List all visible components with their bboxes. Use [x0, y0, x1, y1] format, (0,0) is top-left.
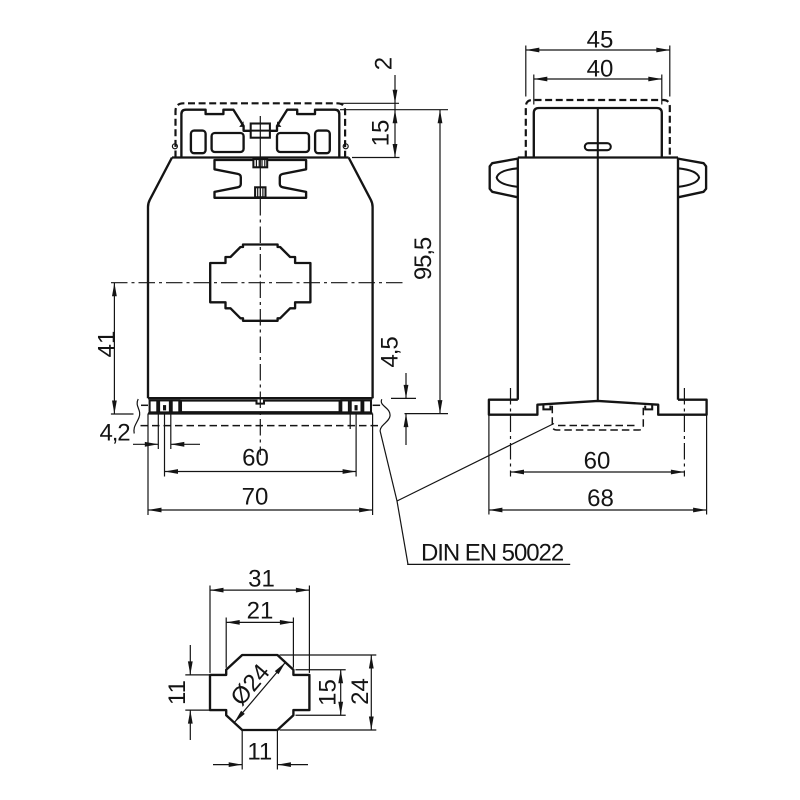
dim-label-11-bottom: 11 — [247, 739, 272, 766]
side-extension-lines — [488, 45, 708, 515]
dim-label-4-2: 4,2 — [99, 420, 130, 447]
detail-view: 31 21 Ø24 11 15 24 — [164, 566, 377, 770]
dim-label-2: 2 — [371, 57, 398, 70]
front-terminal-cover-dashed — [174, 102, 347, 158]
clamp-wedge-right — [277, 121, 282, 127]
dim-label-60-side: 60 — [584, 448, 611, 475]
side-cap-dashed — [524, 98, 671, 158]
detail-extension-lines — [185, 585, 377, 770]
dim-label-31: 31 — [248, 566, 275, 593]
clip-spring-right — [354, 405, 358, 411]
dim-label-41: 41 — [94, 331, 121, 358]
dim-detail-side-height: 15 — [315, 669, 344, 716]
dim-label-70: 70 — [242, 484, 269, 511]
dim-front-overall-width: 70 — [148, 484, 373, 513]
front-break-lines — [133, 398, 391, 434]
dim-label-45: 45 — [587, 27, 614, 54]
front-view: 2 15 95,5 41 4,5 4,2 — [94, 57, 448, 515]
dim-side-rail-groove-span: 60 — [510, 448, 685, 475]
detail-window-section — [208, 653, 311, 732]
dim-label-d24: Ø24 — [226, 659, 276, 711]
clip-spring-left — [163, 405, 167, 411]
side-ear-left — [488, 157, 519, 199]
dim-detail-diagonal: Ø24 — [226, 659, 286, 723]
dim-front-center-to-bottom: 41 — [94, 282, 121, 414]
front-extension-lines — [110, 102, 448, 515]
dim-label-21: 21 — [247, 598, 274, 625]
dim-front-foot-height: 4,5 — [377, 337, 409, 445]
seal-eye-left — [171, 143, 178, 150]
side-rail-groove-hidden — [551, 405, 645, 431]
dim-detail-bottom-width: 11 — [213, 739, 308, 767]
side-body — [516, 108, 680, 401]
dim-detail-outer-width: 31 — [210, 566, 310, 593]
dim-front-cover-top-gap: 2 — [371, 57, 398, 110]
terminal-window-large-left — [210, 131, 245, 154]
front-centerlines — [111, 199, 407, 455]
front-window-opening — [209, 243, 312, 322]
front-body — [146, 156, 374, 399]
dim-label-15-detail: 15 — [315, 679, 342, 706]
din-rail-callout: DIN EN 50022 — [379, 422, 571, 567]
seal-eye-right — [342, 143, 349, 150]
dim-label-40: 40 — [587, 56, 614, 83]
side-base-flange — [487, 398, 708, 416]
dim-label-60-front: 60 — [242, 445, 269, 472]
din-standard-label: DIN EN 50022 — [421, 540, 564, 567]
dim-detail-overall-height: 24 — [347, 655, 374, 730]
terminal-window-small-left — [189, 129, 207, 155]
dim-front-total-height: 95,5 — [410, 109, 443, 414]
side-view: 45 40 60 68 — [487, 27, 708, 515]
side-ear-right — [677, 157, 708, 199]
clamp-wedge-left — [239, 121, 244, 127]
dim-label-24: 24 — [347, 678, 374, 705]
dim-side-cap-inner: 40 — [533, 56, 662, 83]
dim-detail-inner-width: 21 — [226, 598, 294, 625]
dim-detail-side-tab-height: 11 — [164, 645, 193, 740]
spool-screw-bottom — [254, 186, 267, 199]
front-rail-hidden — [140, 404, 381, 427]
dim-front-rail-clip-span: 60 — [164, 445, 357, 474]
front-terminal-block — [171, 108, 349, 199]
dim-label-15: 15 — [368, 120, 395, 147]
terminal-window-large-right — [275, 131, 311, 154]
dim-side-base-width: 68 — [488, 485, 707, 513]
dim-label-4-5: 4,5 — [377, 337, 404, 368]
spool-screw-top — [252, 158, 269, 169]
dim-label-95-5: 95,5 — [410, 237, 437, 280]
dim-front-cover-height: 15 — [368, 109, 398, 158]
front-rail-foot — [148, 397, 373, 415]
dim-front-clip-slot-offset: 4,2 — [99, 420, 200, 447]
dim-side-cap-outer: 45 — [525, 27, 670, 54]
dim-label-11-left: 11 — [164, 680, 191, 705]
dim-label-68: 68 — [587, 485, 614, 512]
front-clamp-spool — [213, 158, 308, 199]
terminal-window-small-right — [313, 129, 331, 155]
